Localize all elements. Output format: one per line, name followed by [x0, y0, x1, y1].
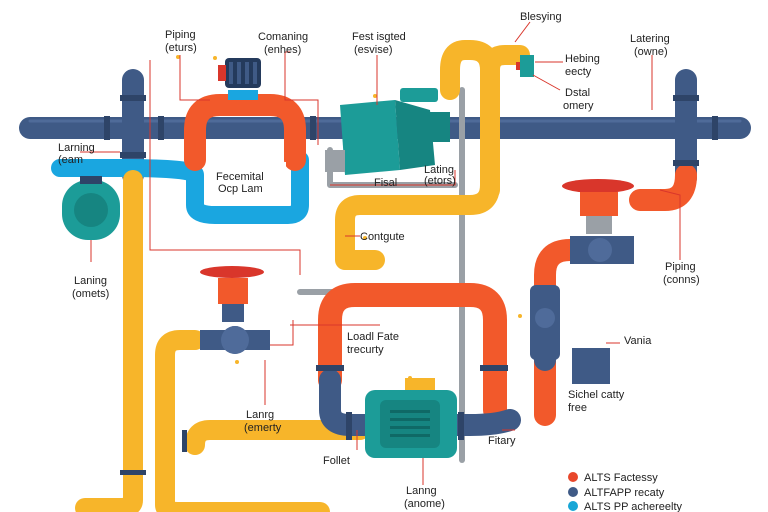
- legend-item: ALTS Factessy: [568, 472, 658, 484]
- blue-loop-pipe: [51, 151, 309, 224]
- sensor-box: [572, 348, 610, 384]
- label-larning-left: Larning(eam: [58, 142, 95, 166]
- orange-upper-loop: [184, 94, 306, 171]
- main-pump: [325, 88, 450, 175]
- top-valve: [516, 55, 534, 77]
- left-gate-valve: [200, 266, 270, 354]
- label-fisal: Fisal: [374, 177, 397, 189]
- orange-center-loop: [318, 283, 507, 422]
- marker-dots: [176, 55, 522, 380]
- legend-label: ALTS Factessy: [584, 472, 658, 484]
- check-valve: [530, 285, 560, 360]
- top-motor: [218, 58, 261, 100]
- blue-loop-box: [208, 162, 286, 202]
- equipment: [62, 55, 634, 458]
- label-lanrg: Lanrg(emerty: [244, 409, 282, 434]
- label-fest-isgted: Fest isgted(esvise): [352, 31, 406, 56]
- legend-swatch: [568, 487, 578, 497]
- legend-label: ALTS PP achereelty: [584, 501, 683, 512]
- label-piping-right: Piping(conns): [663, 261, 700, 286]
- yellow-middle-pipe: [335, 175, 500, 270]
- labels: Piping(eturs) Comaning(enhes) Fest isgte…: [58, 11, 700, 510]
- label-follet: Follet: [323, 455, 350, 467]
- leader-lines: [80, 21, 681, 485]
- storage-tank: [62, 176, 120, 240]
- right-gate-valve: [562, 179, 634, 264]
- label-blesying: Blesying: [520, 11, 562, 23]
- label-comaning: Comaning(enhes): [258, 31, 308, 56]
- legend-swatch: [568, 472, 578, 482]
- label-lanng-bottom: Lanng(anome): [404, 485, 445, 510]
- legend-item: ALTS PP achereelty: [568, 501, 683, 512]
- label-fitary: Fitary: [488, 435, 516, 447]
- label-vania: Vania: [624, 335, 652, 347]
- label-contgute: Contgute: [360, 231, 405, 243]
- legend-item: ALTFAPP recaty: [568, 487, 665, 499]
- yellow-left-riser: [75, 170, 143, 512]
- legend-label: ALTFAPP recaty: [584, 487, 665, 499]
- bottom-pump: [365, 378, 457, 458]
- label-lating-mid: Lating(etors): [424, 164, 456, 187]
- label-piping-top: Piping(eturs): [165, 29, 197, 54]
- legend: ALTS Factessy ALTFAPP recaty ALTS PP ach…: [568, 472, 683, 512]
- label-laning: Laning(omets): [72, 275, 109, 300]
- label-latering: Latering(owne): [630, 33, 670, 58]
- orange-right-riser: [534, 239, 611, 426]
- legend-swatch: [568, 501, 578, 511]
